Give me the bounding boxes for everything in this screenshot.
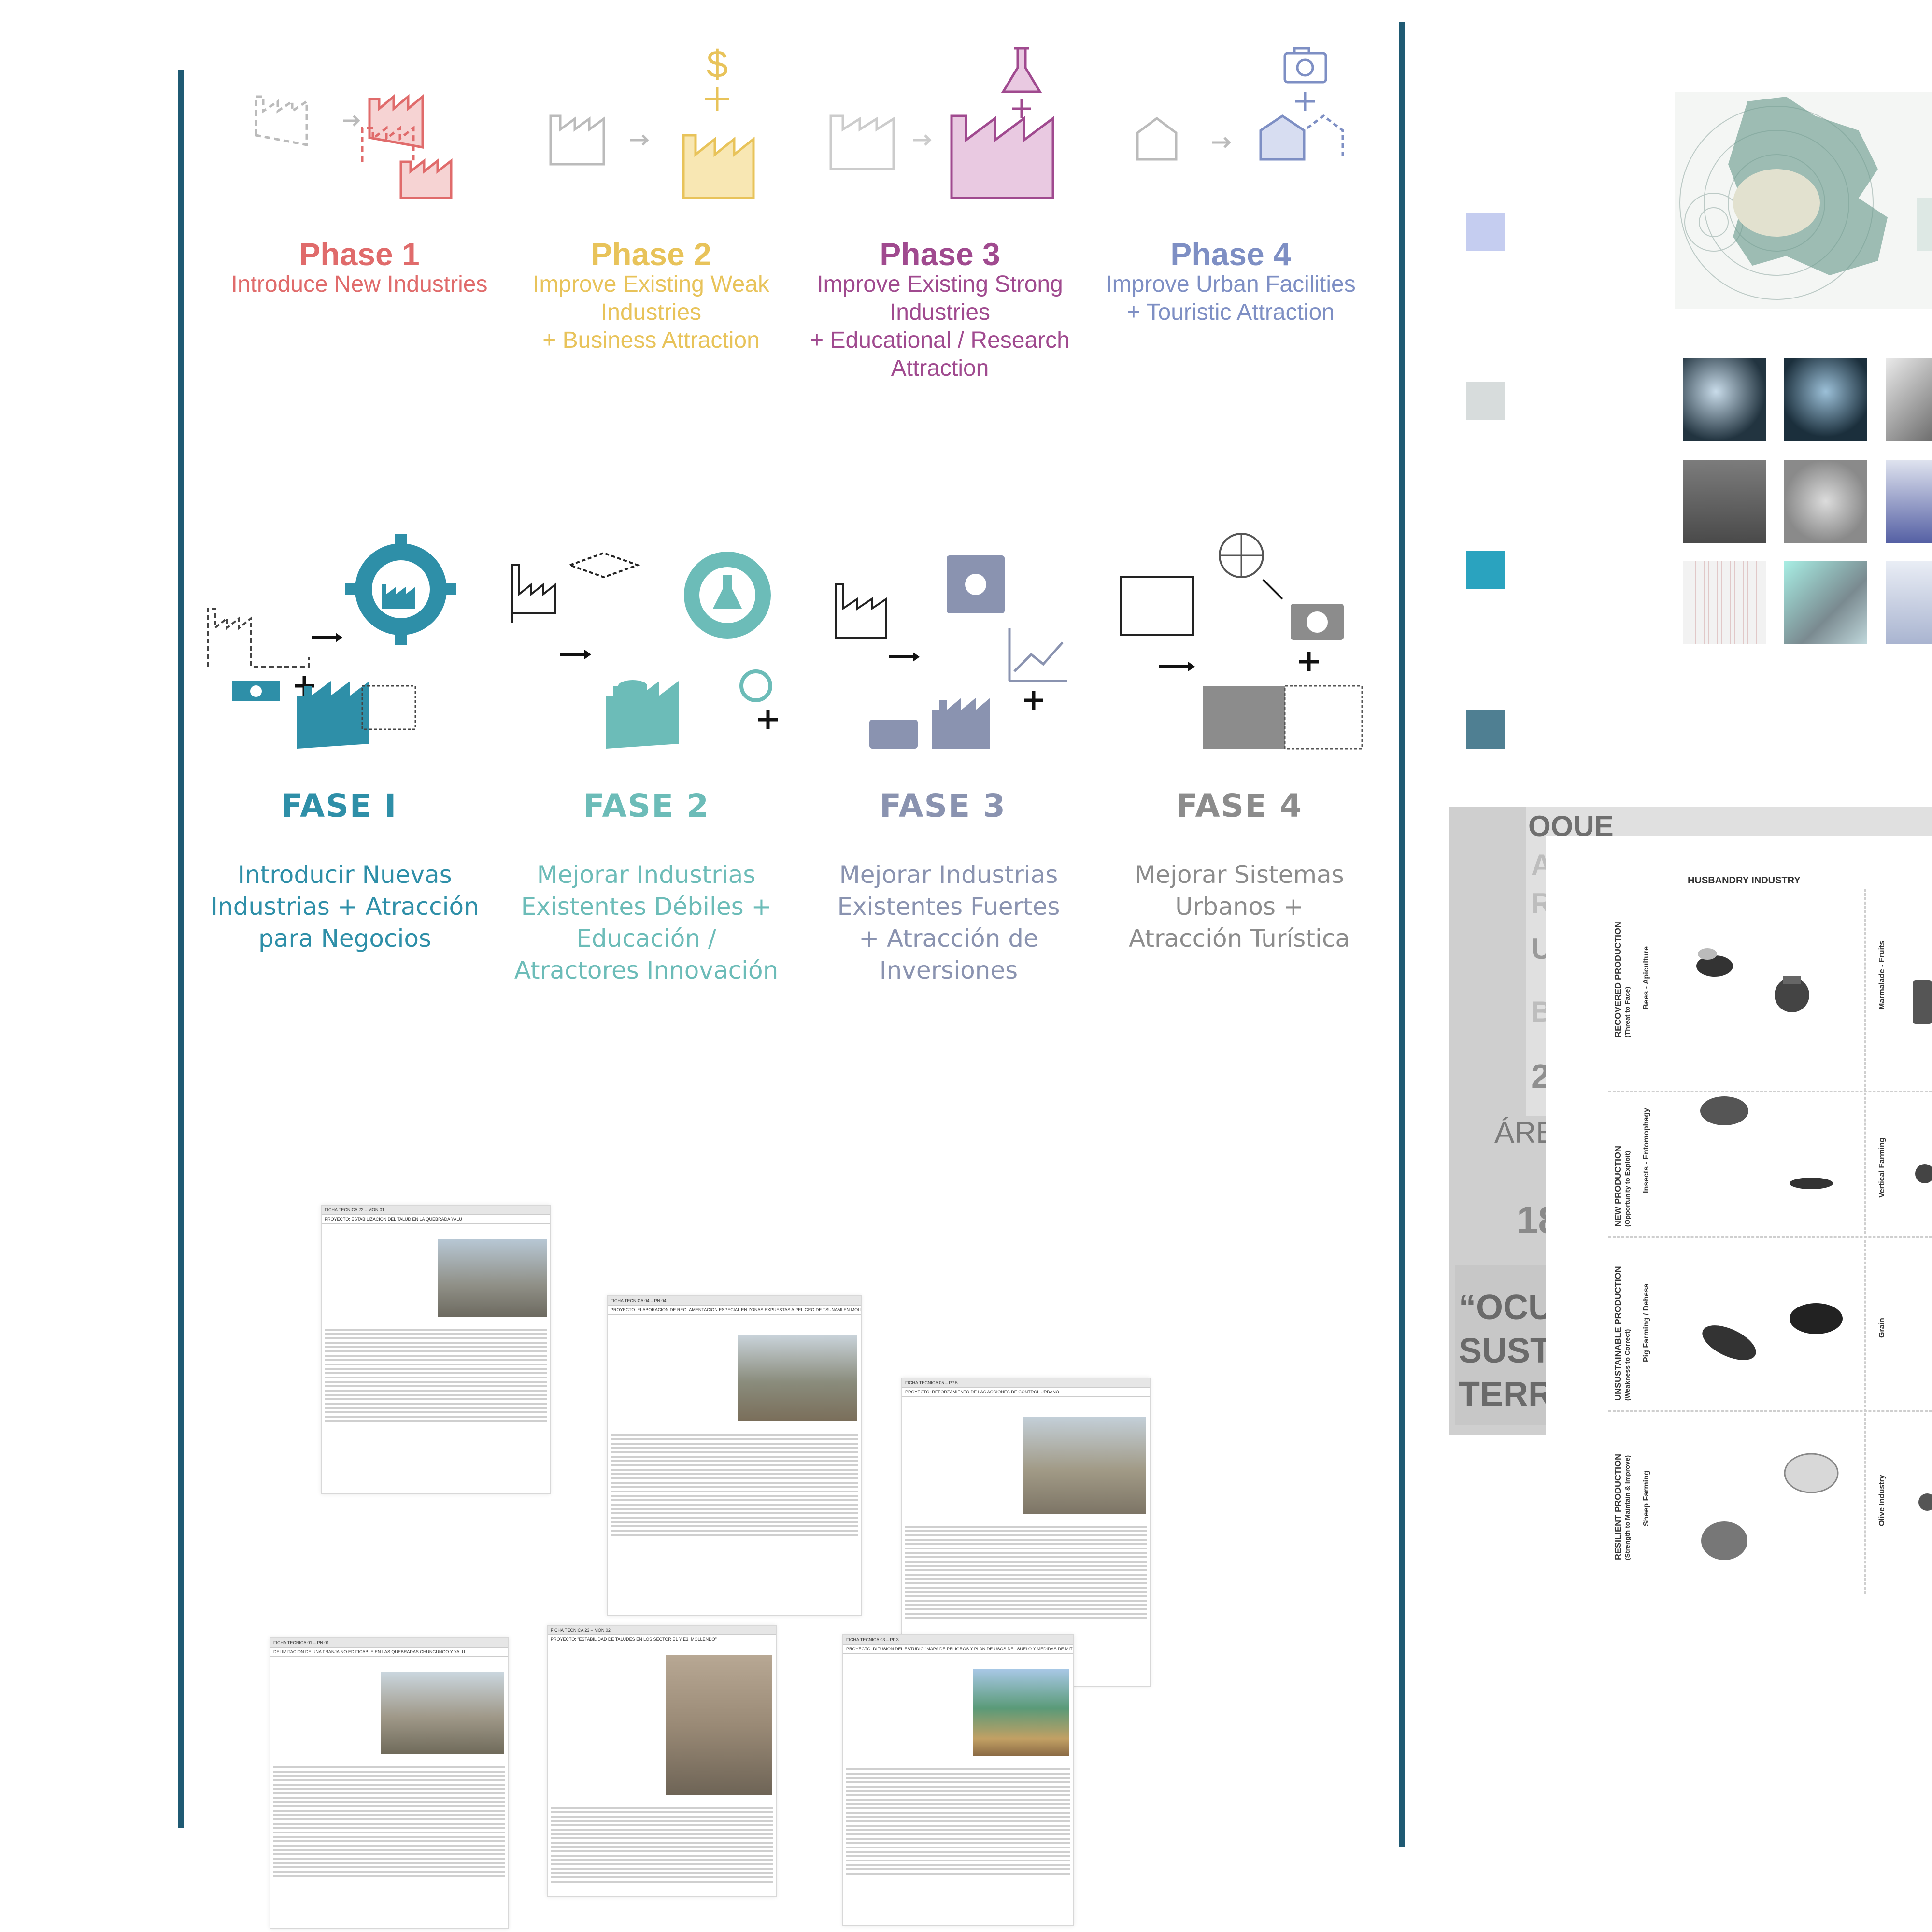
phase3-title: Phase 3 [880,236,1000,272]
ficha-project: PROYECTO: "ESTABILIDAD DE TALUDES EN LOS… [548,1635,776,1644]
fase2-subtitle: Mejorar Industrias Existentes Débiles + … [514,861,779,984]
pig-icon [1790,1303,1843,1334]
swatch-1 [1466,213,1505,251]
worms-icon [1700,1096,1748,1125]
honey-jar-icon [1775,976,1809,1012]
ficha-doc-5: FICHA TECNICA 23 – MON.02 PROYECTO: "EST… [547,1625,777,1897]
husbandry-divider [1864,889,1866,1594]
fase4-globe-icon [1120,533,1363,750]
ficha-project: PROYECTO: ELABORACION DE REGLAMENTACION … [608,1306,861,1315]
sheep-icon [1784,1453,1839,1493]
thumbnail-7 [1683,561,1766,644]
row-item-insects: Insects - Entomophagy [1642,1108,1650,1193]
phase2-subtitle: Improve Existing Weak Industries + Busin… [533,271,769,353]
swatch-4 [1466,710,1505,749]
row-item-bees: Bees - Apiculture [1642,946,1650,1009]
row-label-new: NEW PRODUCTION(Opportunity to Exploit) [1613,1146,1631,1227]
phase4-camera-icon [1136,47,1344,161]
ficha-photo [738,1335,857,1421]
fase3-safe-icon [835,555,1067,749]
phase1-title: Phase 1 [299,236,420,272]
thumbnail-6 [1886,460,1932,543]
phase2-title: Phase 2 [591,236,711,272]
ficha-doc-2: FICHA TECNICA 04 – PN.04 PROYECTO: ELABO… [607,1295,862,1616]
fase3-title: FASE 3 [879,787,1007,824]
fase2-title: FASE 2 [582,787,710,824]
fase3-subtitle: Mejorar Industrias Existentes Fuertes + … [837,861,1060,984]
row-label-unsustainable: UNSUSTAINABLE PRODUCTION(Weakness to Cor… [1613,1266,1631,1401]
cheese-icon [1701,1521,1747,1560]
row-label-recovered: RECOVERED PRODUCTION(Threat to Face) [1613,921,1631,1037]
ficha-doc-4: FICHA TECNICA 01 – PN.01 DELIMITACION DE… [270,1637,509,1929]
fase2-graduation-cap-icon [511,552,778,749]
swatch-3 [1466,551,1505,589]
phase4-title: Phase 4 [1170,236,1291,272]
site-map-image [1675,92,1932,309]
thumbnail-5 [1784,460,1867,543]
phase-pictograms-en: $ [255,43,1344,199]
row-label-resilient: RESILIENT PRODUCTION(Strength to Maintai… [1613,1453,1631,1560]
fase1-title: FASE I [281,787,398,824]
ham-icon [1702,1325,1756,1360]
ficha-project: DELIMITACION DE UNA FRANJA NO EDIFICABLE… [270,1648,508,1657]
phase2-dollar-icon: $ [549,43,755,199]
ficha-doc-1: FICHA TECNICA 22 – MON.01 PROYECTO: ESTA… [321,1205,551,1494]
husbandry-icons [1696,948,1932,1560]
thumbnail-2 [1784,358,1867,441]
phase1-factory-icon [255,94,453,199]
row-separator-3 [1608,1410,1932,1412]
thumbnail-4 [1683,460,1766,543]
tomato-icon [1915,1164,1932,1183]
ficha-project: PROYECTO: REFORZAMIENTO DE LAS ACCIONES … [902,1388,1150,1397]
ficha-project: PROYECTO: ESTABILIZACION DEL TALUD EN LA… [322,1215,550,1224]
ficha-project: PROYECTO: DIFUSION DEL ESTUDIO "MAPA DE … [843,1645,1073,1654]
ficha-header: FICHA TECNICA 03 – PP.3 [843,1635,1073,1645]
thumbnail-3 [1886,358,1932,441]
phase4-subtitle: Improve Urban Facilities + Touristic Att… [1106,271,1356,325]
quote-line-3: TERR [1459,1375,1553,1414]
fase4-title: FASE 4 [1176,787,1303,824]
swatch-2 [1466,382,1505,420]
row-separator-1 [1608,1091,1932,1092]
thumbnail-8 [1784,561,1867,644]
ficha-photo [666,1655,772,1795]
ficha-photo [381,1672,504,1754]
quote-line-2: SUST [1459,1332,1552,1370]
phase3-flask-icon [829,47,1054,199]
ficha-header: FICHA TECNICA 04 – PN.04 [608,1296,861,1306]
quote-line-1: “OCU [1459,1288,1553,1327]
row-separator-2 [1608,1236,1932,1238]
right-divider [1399,22,1405,1847]
phase1-subtitle: Introduce New Industries [231,271,488,297]
olive-icon [1918,1493,1932,1511]
ficha-photo [973,1669,1069,1756]
row-item-sheep: Sheep Farming [1642,1470,1650,1526]
fase3-chart-up-icon [1008,628,1067,682]
thumbnail-1 [1683,358,1766,441]
fase1-gear-icon [207,534,456,749]
row-item-pig: Pig Farming / Dehesa [1642,1283,1650,1362]
phase3-subtitle: Improve Existing Strong Industries + Edu… [810,271,1070,381]
ficha-header: FICHA TECNICA 23 – MON.02 [548,1626,776,1635]
fase4-subtitle: Mejorar Sistemas Urbanos + Atracción Tur… [1129,861,1350,952]
bee-icon [1696,948,1733,977]
fase-pictograms-es [207,533,1363,750]
ficha-photo [1023,1417,1146,1514]
svg-text:$: $ [707,43,728,85]
ficha-header: FICHA TECNICA 01 – PN.01 [270,1638,508,1648]
left-divider [178,70,184,1828]
ficha-header: FICHA TECNICA 22 – MON.01 [322,1206,550,1215]
jar-icon [1913,980,1932,1024]
husbandry-card [1546,836,1932,1608]
husbandry-title: HUSBANDRY INDUSTRY [1688,875,1801,886]
ficha-doc-6: FICHA TECNICA 03 – PP.3 PROYECTO: DIFUSI… [842,1634,1074,1926]
fase1-subtitle: Introducir Nuevas Industrias + Atracción… [211,861,479,952]
ficha-photo [438,1239,547,1317]
ficha-header: FICHA TECNICA 05 – PP.5 [902,1378,1150,1388]
thumbnail-9 [1886,561,1932,644]
cricket-icon [1790,1178,1833,1189]
